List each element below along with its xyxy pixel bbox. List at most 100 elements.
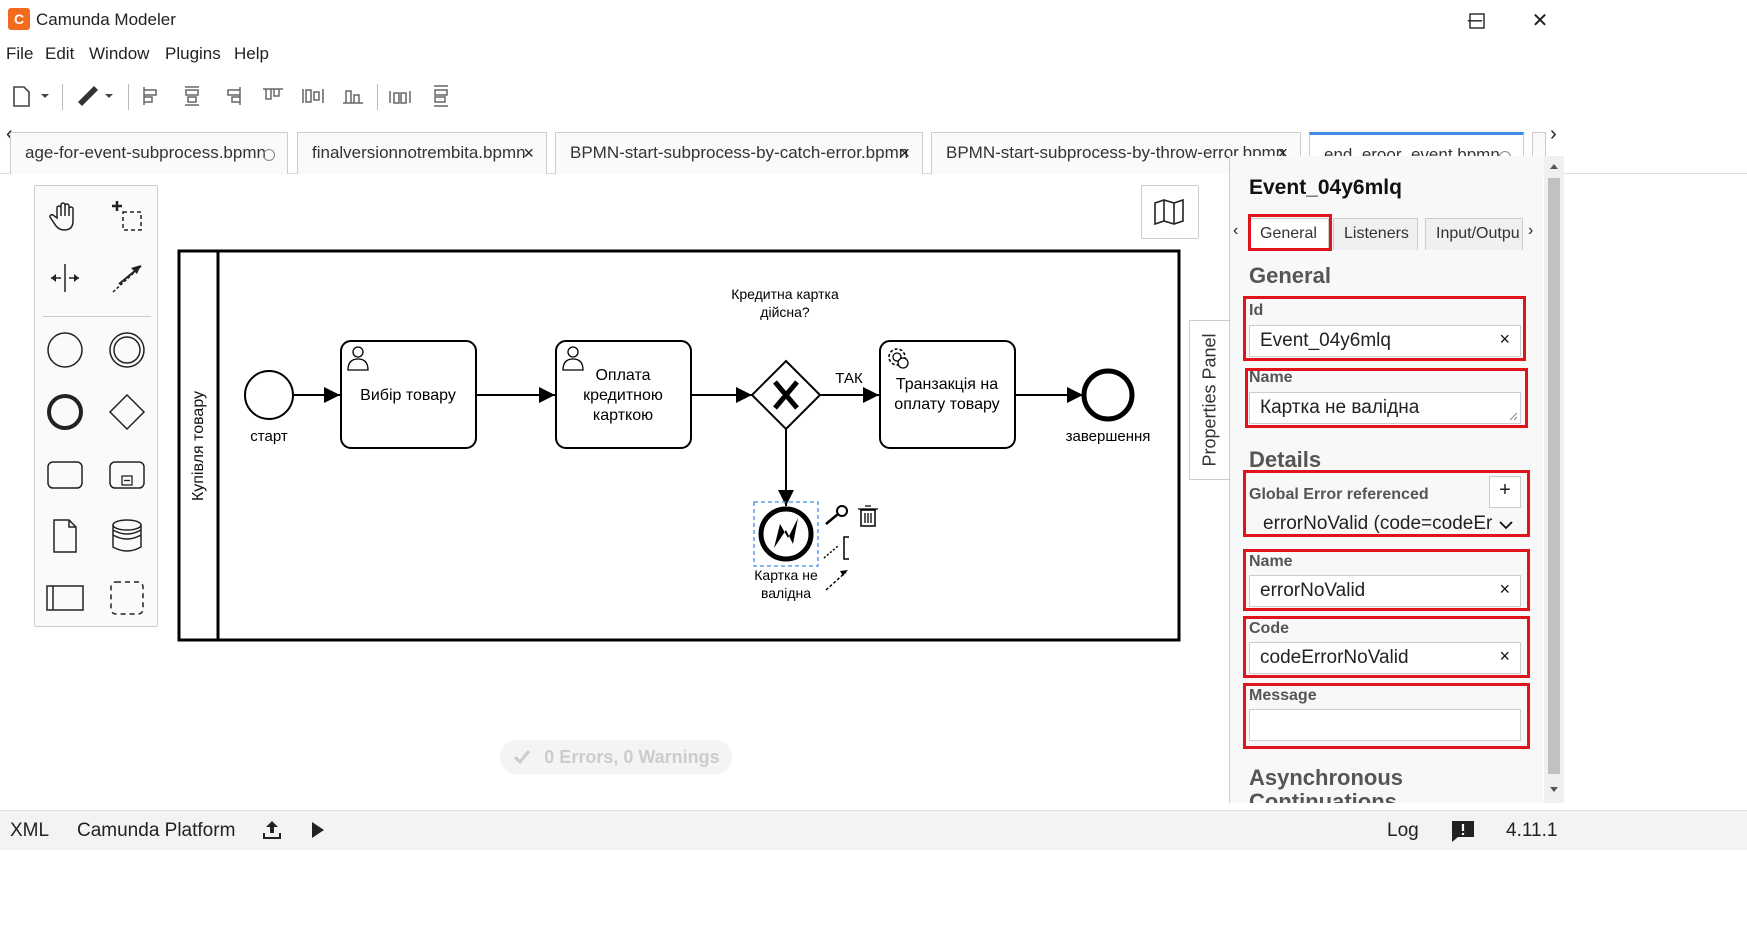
resize-grip-icon[interactable] [1508, 411, 1518, 421]
new-file-button[interactable] [6, 78, 52, 114]
maximize-button[interactable] [1454, 4, 1500, 38]
selection-outline [753, 501, 819, 567]
user-task[interactable] [555, 340, 692, 449]
message-input[interactable] [1249, 709, 1521, 741]
code-input[interactable]: codeErrorNoValid × [1249, 642, 1521, 674]
create-data-store[interactable] [103, 512, 151, 560]
error-name-input[interactable]: errorNoValid × [1249, 575, 1521, 607]
end-event-label: завершення [1066, 428, 1151, 445]
toolbar-divider [128, 84, 129, 110]
highlight-box [1243, 549, 1530, 611]
global-connect-tool[interactable] [103, 254, 151, 302]
close-tab-icon[interactable]: × [523, 143, 534, 163]
create-pool[interactable] [41, 574, 89, 622]
start-instance-button[interactable] [310, 820, 326, 846]
section-general-title: General [1249, 263, 1331, 288]
scrollbar-thumb[interactable] [1548, 178, 1560, 774]
properties-panel-toggle[interactable]: Properties Panel [1189, 320, 1229, 480]
id-input[interactable]: Event_04y6mlq × [1249, 325, 1521, 357]
service-task[interactable] [879, 340, 1016, 449]
error-name-value: errorNoValid [1260, 580, 1366, 601]
close-tab-icon[interactable]: × [899, 143, 910, 163]
clear-error-name-icon[interactable]: × [1499, 579, 1510, 599]
lasso-tool[interactable] [103, 192, 151, 240]
menu-window[interactable]: Window [89, 44, 150, 63]
menu-edit[interactable]: Edit [45, 44, 75, 63]
connect-arrow-icon[interactable] [825, 570, 848, 591]
scroll-down-icon[interactable] [1549, 786, 1559, 794]
id-value: Event_04y6mlq [1260, 330, 1391, 351]
tab-file[interactable]: BPMN-start-subprocess-by-throw-error.bpm… [931, 132, 1301, 174]
align-bottom-button[interactable] [338, 78, 368, 114]
clear-code-icon[interactable]: × [1499, 646, 1510, 666]
align-left-button[interactable] [136, 78, 166, 114]
menu-plugins[interactable]: Plugins [165, 44, 221, 63]
platform-selector[interactable]: Camunda Platform [77, 820, 236, 841]
align-right-button[interactable] [218, 78, 248, 114]
align-middle-button[interactable] [298, 78, 328, 114]
tab-file[interactable]: age-for-event-subprocess.bpmn [10, 132, 288, 174]
user-task[interactable] [340, 340, 477, 449]
subprocess-icon [109, 461, 145, 489]
minimap-toggle-button[interactable] [1141, 185, 1199, 239]
tab-listeners[interactable]: Listeners [1333, 218, 1418, 250]
create-start-event[interactable] [41, 326, 89, 374]
distribute-vertical-icon [434, 85, 448, 107]
diagram-canvas[interactable]: Купівля товару старт ТАК Вибір товару Оп… [0, 175, 1228, 803]
space-tool[interactable] [41, 254, 89, 302]
palette-divider [43, 316, 151, 317]
tab-general[interactable]: General [1249, 218, 1329, 250]
close-tab-icon[interactable]: × [1277, 143, 1288, 163]
version-label: 4.11.1 [1506, 820, 1558, 841]
align-center-button[interactable] [177, 78, 207, 114]
start-event[interactable] [244, 370, 294, 420]
create-subprocess[interactable] [103, 450, 151, 498]
create-intermediate-event[interactable] [103, 326, 151, 374]
tab-input-output[interactable]: Input/Outpu [1425, 218, 1523, 250]
clear-id-icon[interactable]: × [1499, 329, 1510, 349]
color-picker-button[interactable] [70, 78, 118, 114]
log-button[interactable]: Log [1387, 820, 1419, 841]
distribute-horizontal-button[interactable] [385, 78, 415, 114]
menu-file[interactable]: File [6, 44, 34, 63]
create-end-event[interactable] [41, 388, 89, 436]
section-async-title-line2: Continuations [1249, 789, 1397, 803]
close-button[interactable]: ✕ [1531, 10, 1549, 32]
end-event[interactable] [1081, 368, 1135, 422]
toolbar [0, 78, 1747, 114]
create-gateway[interactable] [103, 388, 151, 436]
deploy-button[interactable] [262, 819, 282, 847]
name-textarea[interactable]: Картка не валідна [1249, 392, 1521, 424]
hand-tool[interactable] [41, 192, 89, 240]
pool[interactable] [177, 249, 1181, 642]
panel-scrollbar[interactable] [1544, 156, 1564, 803]
wrench-icon[interactable] [825, 505, 848, 525]
deploy-icon [263, 821, 281, 839]
global-error-value: errorNoValid (code=codeEr [1263, 513, 1493, 534]
panel-tabs-next[interactable]: › [1528, 222, 1534, 239]
tabs-scroll-left[interactable]: ‹ [6, 123, 13, 146]
create-data-object[interactable] [41, 512, 89, 560]
panel-tabs-prev[interactable]: ‹ [1233, 222, 1239, 239]
id-label: Id [1249, 302, 1264, 319]
add-global-error-button[interactable]: + [1489, 476, 1521, 508]
scroll-up-icon[interactable] [1549, 162, 1559, 170]
tabs-scroll-right[interactable]: › [1550, 123, 1557, 145]
tab-label: BPMN-start-subprocess-by-catch-error.bpm… [570, 143, 909, 162]
create-task[interactable] [41, 450, 89, 498]
task-label: Вибір товару [360, 387, 456, 404]
distribute-vertical-button[interactable] [426, 78, 456, 114]
tab-file[interactable]: finalversionnotrembita.bpmn × [297, 132, 547, 174]
trash-icon[interactable] [858, 505, 878, 527]
global-error-label: Global Error referenced [1249, 486, 1429, 503]
minimize-button[interactable]: ─ [1467, 10, 1483, 32]
flow-yes-label: ТАК [835, 370, 863, 387]
create-group[interactable] [103, 574, 151, 622]
menu-help[interactable]: Help [234, 44, 269, 63]
tab-file[interactable]: BPMN-start-subprocess-by-catch-error.bpm… [555, 132, 923, 174]
align-top-button[interactable] [258, 78, 288, 114]
text-annotation-icon[interactable] [823, 536, 849, 560]
lint-status[interactable]: 0 Errors, 0 Warnings [500, 740, 732, 774]
xml-button[interactable]: XML [10, 820, 50, 841]
feedback-button[interactable] [1450, 819, 1476, 849]
